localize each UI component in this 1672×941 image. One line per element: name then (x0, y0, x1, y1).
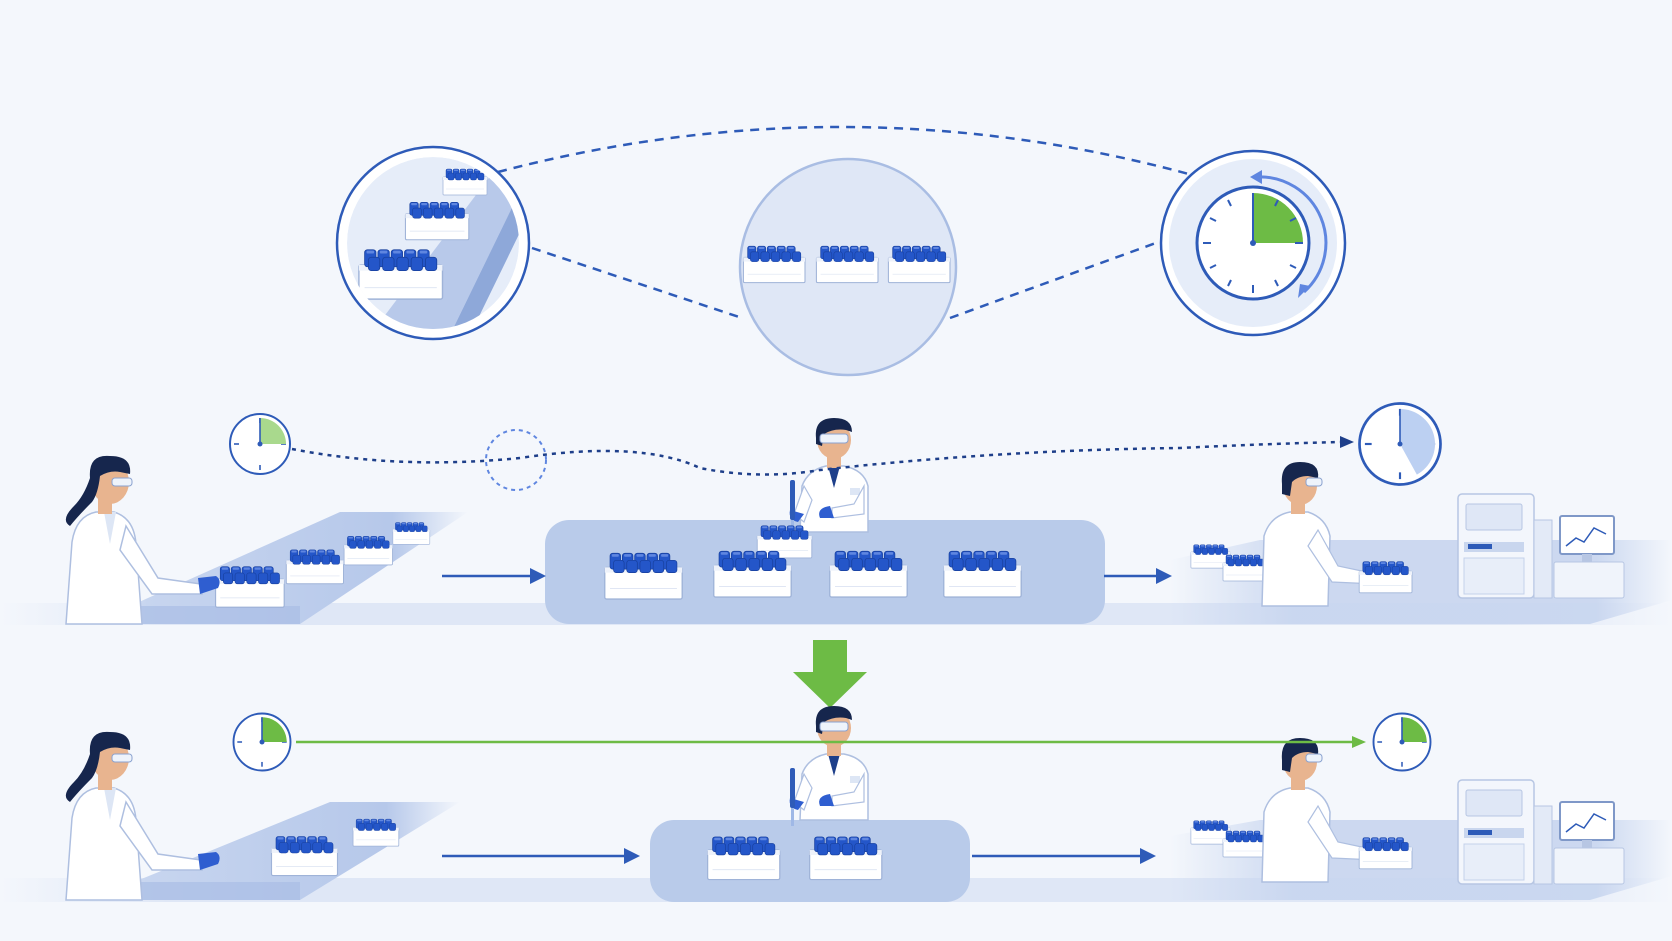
clock-pivot (1399, 739, 1405, 745)
sample-rack-icon (604, 552, 683, 600)
arrow-down-icon (793, 640, 867, 708)
arrow-right-icon (442, 568, 546, 584)
sample-rack-icon (829, 550, 908, 598)
analyzer-icon (1457, 779, 1625, 885)
clock-pivot (257, 441, 263, 447)
tray-line-circle (335, 145, 531, 341)
clock-elapsed-fill (262, 717, 287, 742)
sample-rack-icon (1358, 837, 1413, 870)
clock-pivot (1397, 441, 1403, 447)
clock-elapsed-fill (1400, 409, 1435, 475)
sample-rack-icon (442, 168, 488, 196)
arrow-right-icon (972, 848, 1156, 864)
top-overview-panel (335, 125, 1347, 377)
sample-rack-icon (815, 245, 879, 284)
arrow-right-icon (442, 848, 640, 864)
clock-elapsed-fill (260, 418, 286, 444)
clock-elapsed-fill (1402, 717, 1427, 742)
sample-rack-icon (943, 550, 1022, 598)
sample-rack-icon (1222, 830, 1268, 858)
clock-icon (229, 413, 291, 475)
sample-rack-icon (358, 248, 444, 300)
sample-rack-icon (343, 535, 393, 566)
current-process-row (0, 402, 1672, 625)
sample-rack-icon (392, 522, 431, 545)
connector-left (531, 246, 743, 320)
sample-rack-icon (887, 245, 951, 284)
sample-rack-icon (214, 566, 285, 608)
sample-rack-icon (707, 836, 781, 881)
sample-rack-icon (1222, 554, 1268, 582)
middle-table (545, 520, 1105, 624)
clock-icon (1372, 712, 1432, 772)
sample-rack-icon (285, 549, 344, 585)
analyzer-icon (1457, 493, 1625, 599)
sample-rack-icon (809, 836, 883, 881)
current-timeline (291, 440, 1341, 476)
scientist-figure (788, 705, 869, 827)
timer-circle (1159, 149, 1347, 337)
clock-pivot (259, 739, 265, 745)
sample-rack-icon (713, 550, 792, 598)
clock-icon (232, 712, 292, 772)
clock-icon (1358, 402, 1442, 486)
grouped-racks-circle (738, 157, 958, 377)
connector-right (949, 238, 1165, 320)
arrow-right-icon (1104, 568, 1172, 584)
sample-rack-icon (270, 835, 339, 877)
top-connector-arc (497, 125, 1197, 178)
sample-rack-icon (404, 201, 470, 241)
sample-rack-icon (742, 245, 806, 284)
sample-rack-icon (1358, 561, 1413, 594)
sample-rack-icon (352, 818, 400, 847)
scientist-figure (788, 417, 869, 539)
delay-marker (485, 429, 547, 491)
optimized-process-row (0, 705, 1672, 902)
